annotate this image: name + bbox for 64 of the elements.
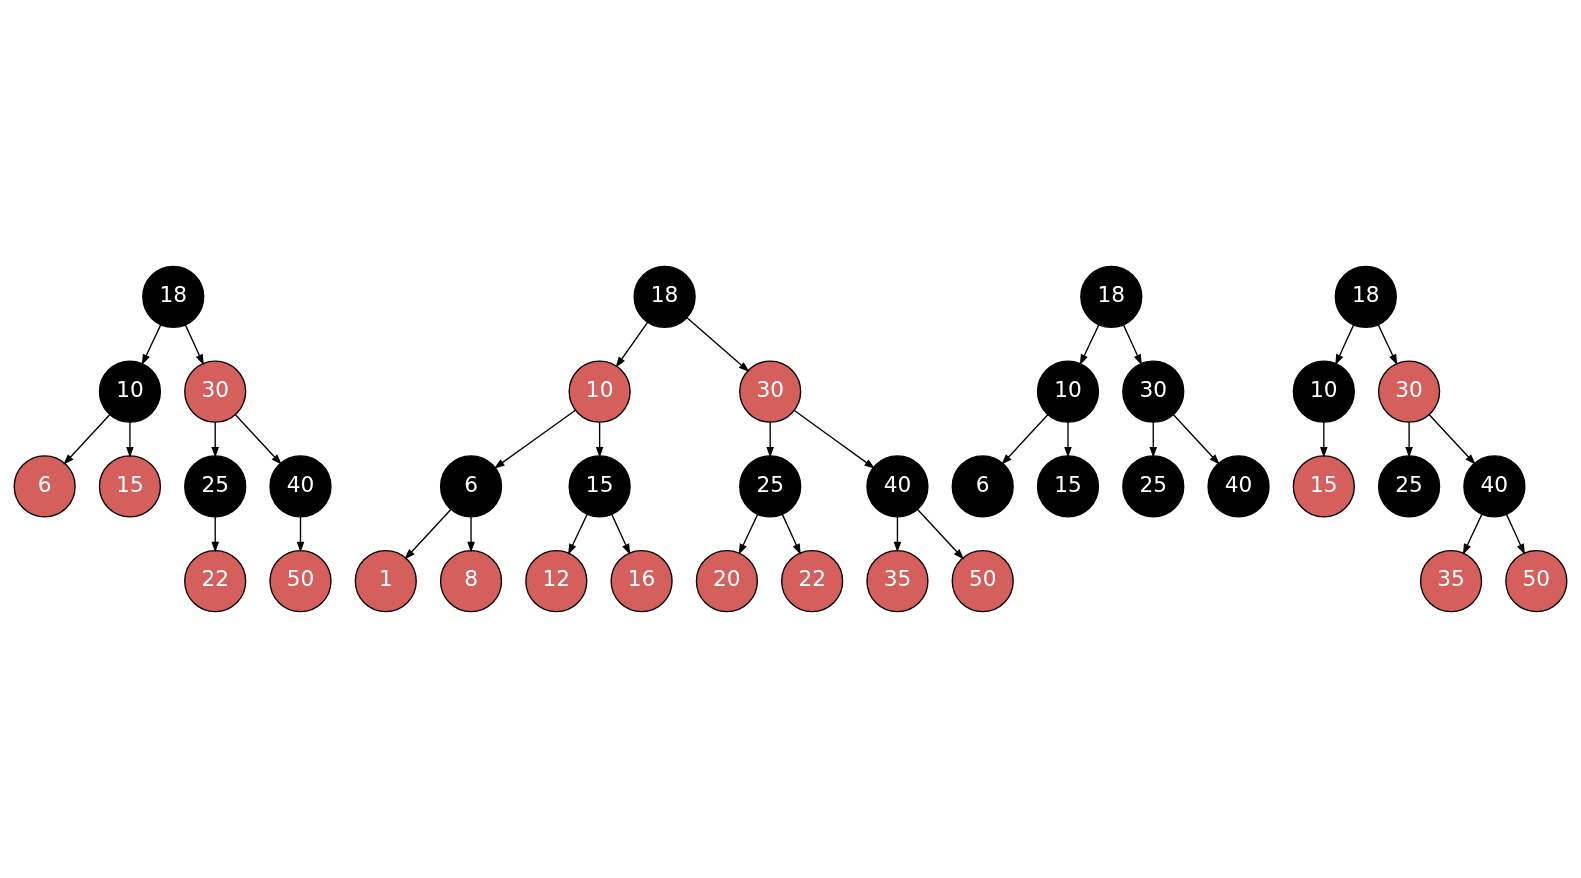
arrow [794,410,876,469]
node-circle: 50 [269,550,332,613]
node-circle: 15 [1292,455,1355,518]
arrow [595,421,604,458]
node-circle: 15 [568,455,631,518]
arrow [211,421,219,458]
arrow [1335,324,1355,366]
arrow [893,516,902,553]
node-circle: 30 [1122,360,1185,423]
node-circle: 10 [98,360,162,423]
arrow [1377,324,1398,366]
node-circle: 12 [525,550,588,613]
arrow [766,421,774,458]
node-circle: 10 [568,360,631,423]
arrow [916,508,965,560]
node-circle: 25 [184,455,247,518]
node-circle: 35 [1419,550,1483,613]
arrow [141,324,162,366]
node-circle: 22 [781,550,844,613]
arrow [1320,421,1328,458]
node-circle: 22 [184,550,247,613]
node-circle: 18 [633,265,696,328]
arrow [184,324,204,366]
node-circle: 50 [1505,550,1568,613]
arrow [781,513,801,555]
arrow [615,321,649,368]
arrow [1149,421,1158,458]
arrow [1001,414,1049,465]
node-circle: 35 [866,550,929,613]
arrow [1064,421,1072,458]
arrow [1405,421,1413,458]
arrow [1462,513,1483,555]
node-circle: 8 [439,550,503,613]
arrow [1428,414,1476,465]
node-circle: 18 [1334,265,1397,328]
node-circle: 25 [1122,455,1185,518]
node-circle: 10 [1036,360,1100,423]
arrow [686,317,750,373]
arrow [1172,414,1220,465]
node-circle: 20 [695,550,758,613]
node-circle: 10 [1292,360,1355,423]
node-circle: 30 [1377,360,1441,423]
arrow [467,516,475,553]
arrow [1122,324,1142,366]
node-circle: 16 [610,550,673,613]
arrow [493,409,577,469]
node-circle: 15 [98,455,162,518]
arrow [568,513,588,555]
arrow [296,516,305,553]
arrow [404,508,452,560]
arrow [63,414,111,465]
node-circle: 18 [142,265,205,328]
arrow [611,513,631,555]
arrow [738,513,759,555]
arrow [1505,513,1525,555]
node-circle: 30 [184,360,247,423]
arrow [1079,324,1100,366]
arrow [126,421,134,458]
node-circle: 15 [1036,455,1100,518]
node-circle: 25 [739,455,802,518]
node-circle: 18 [1080,265,1143,328]
node-circle: 25 [1377,455,1441,518]
arrow [234,414,282,465]
arrow [211,516,219,553]
